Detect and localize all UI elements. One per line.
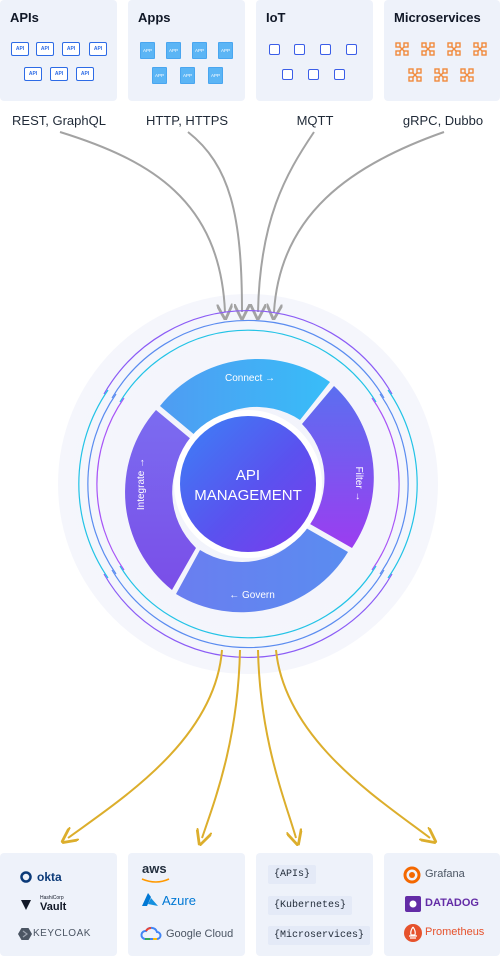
microservices-card: Microservices — [384, 0, 500, 101]
api-icon: API — [36, 42, 54, 56]
iot-card: IoT — [256, 0, 373, 101]
apps-card-title: Apps — [138, 10, 171, 25]
tags-card: {APIs} {Kubernetes} {Microservices} — [256, 853, 373, 956]
google-cloud-logo-text: Google Cloud — [166, 928, 234, 940]
cloud-card: aws Azure Google Cloud — [128, 853, 245, 956]
grafana-logo-icon — [403, 866, 421, 884]
apis-card: APIs API API API API API API API — [0, 0, 117, 101]
app-icon: APP — [166, 42, 181, 59]
incoming-arrow-microservices — [274, 131, 445, 312]
chip-icon — [282, 69, 293, 80]
google-cloud-logo-icon — [140, 926, 162, 940]
incoming-arrow-iot — [258, 131, 315, 312]
microservice-icon — [395, 42, 409, 56]
observability-card: Grafana DATADOG Prometheus — [384, 853, 500, 956]
datadog-logo-icon — [405, 896, 421, 912]
iot-card-title: IoT — [266, 10, 286, 25]
microservices-protocol-label: gRPC, Dubbo — [402, 113, 484, 128]
center-title-line1: API — [236, 467, 260, 484]
chip-icon — [269, 44, 280, 55]
vault-logo-icon — [21, 900, 31, 910]
grafana-logo-text: Grafana — [425, 868, 465, 880]
app-icon: APP — [218, 42, 233, 59]
api-icon: API — [24, 67, 42, 81]
apis-card-title: APIs — [10, 10, 39, 25]
microservice-icon — [447, 42, 461, 56]
microservice-icon — [421, 42, 435, 56]
segment-connect — [160, 358, 330, 436]
microservice-icon — [473, 42, 487, 56]
outgoing-arrow-observability — [275, 649, 430, 838]
okta-logo-text: okta — [37, 870, 62, 884]
segment-govern-label: ← Govern — [229, 590, 275, 601]
apis-protocol-label: REST, GraphQL — [12, 113, 106, 128]
app-icon: APP — [208, 67, 223, 84]
outgoing-arrow-identity — [68, 649, 223, 838]
segment-filter — [302, 386, 374, 548]
segment-connect-label: Connect → — [225, 373, 275, 384]
center-disc — [180, 416, 316, 552]
aws-smile-icon — [141, 878, 170, 883]
keycloak-logo-text: KEYCLOAK — [33, 928, 91, 939]
app-icon: APP — [152, 67, 167, 84]
segment-govern — [176, 528, 348, 613]
tag-microservices: {Microservices} — [268, 926, 371, 945]
azure-logo-text: Azure — [162, 893, 196, 908]
chip-icon — [294, 44, 305, 55]
prometheus-logo-icon — [404, 924, 422, 942]
apps-protocol-label: HTTP, HTTPS — [145, 113, 229, 128]
tag-apis: {APIs} — [268, 865, 317, 884]
prometheus-logo-text: Prometheus — [425, 926, 485, 938]
chip-icon — [346, 44, 357, 55]
app-icon: APP — [180, 67, 195, 84]
microservice-icon — [434, 68, 448, 82]
keycloak-logo-icon — [18, 928, 32, 940]
outgoing-arrow-cloud — [202, 649, 241, 838]
api-icon: API — [62, 42, 80, 56]
segment-filter-label: Filter → — [353, 467, 364, 502]
api-icon: API — [89, 42, 107, 56]
api-icon: API — [76, 67, 94, 81]
chip-icon — [334, 69, 345, 80]
outer-rings — [78, 310, 418, 658]
incoming-arrow-apps — [187, 131, 242, 312]
chip-icon — [308, 69, 319, 80]
microservice-icon — [408, 68, 422, 82]
outgoing-arrow-tags — [257, 649, 296, 838]
tag-kubernetes: {Kubernetes} — [268, 896, 353, 915]
apps-card: Apps APP APP APP APP APP APP APP — [128, 0, 245, 101]
okta-logo-icon — [20, 871, 32, 883]
azure-logo-icon — [142, 893, 158, 906]
api-icon: API — [50, 67, 68, 81]
vault-logo-text: Vault — [40, 901, 67, 913]
identity-card: okta HashiCorp Vault KEYCLOAK — [0, 853, 117, 956]
microservice-icon — [460, 68, 474, 82]
chip-icon — [320, 44, 331, 55]
microservices-card-title: Microservices — [394, 10, 481, 25]
segment-integrate — [125, 410, 196, 590]
center-title-line2: MANAGEMENT — [194, 487, 302, 504]
datadog-logo-text: DATADOG — [425, 897, 479, 909]
app-icon: APP — [192, 42, 207, 59]
segment-integrate-label: Integrate → — [136, 458, 147, 510]
incoming-arrow-apis — [59, 131, 225, 312]
aws-logo-text: aws — [142, 861, 167, 876]
iot-protocol-label: MQTT — [296, 113, 334, 128]
api-icon: API — [11, 42, 29, 56]
app-icon: APP — [140, 42, 155, 59]
hashicorp-label: HashiCorp — [40, 895, 64, 901]
